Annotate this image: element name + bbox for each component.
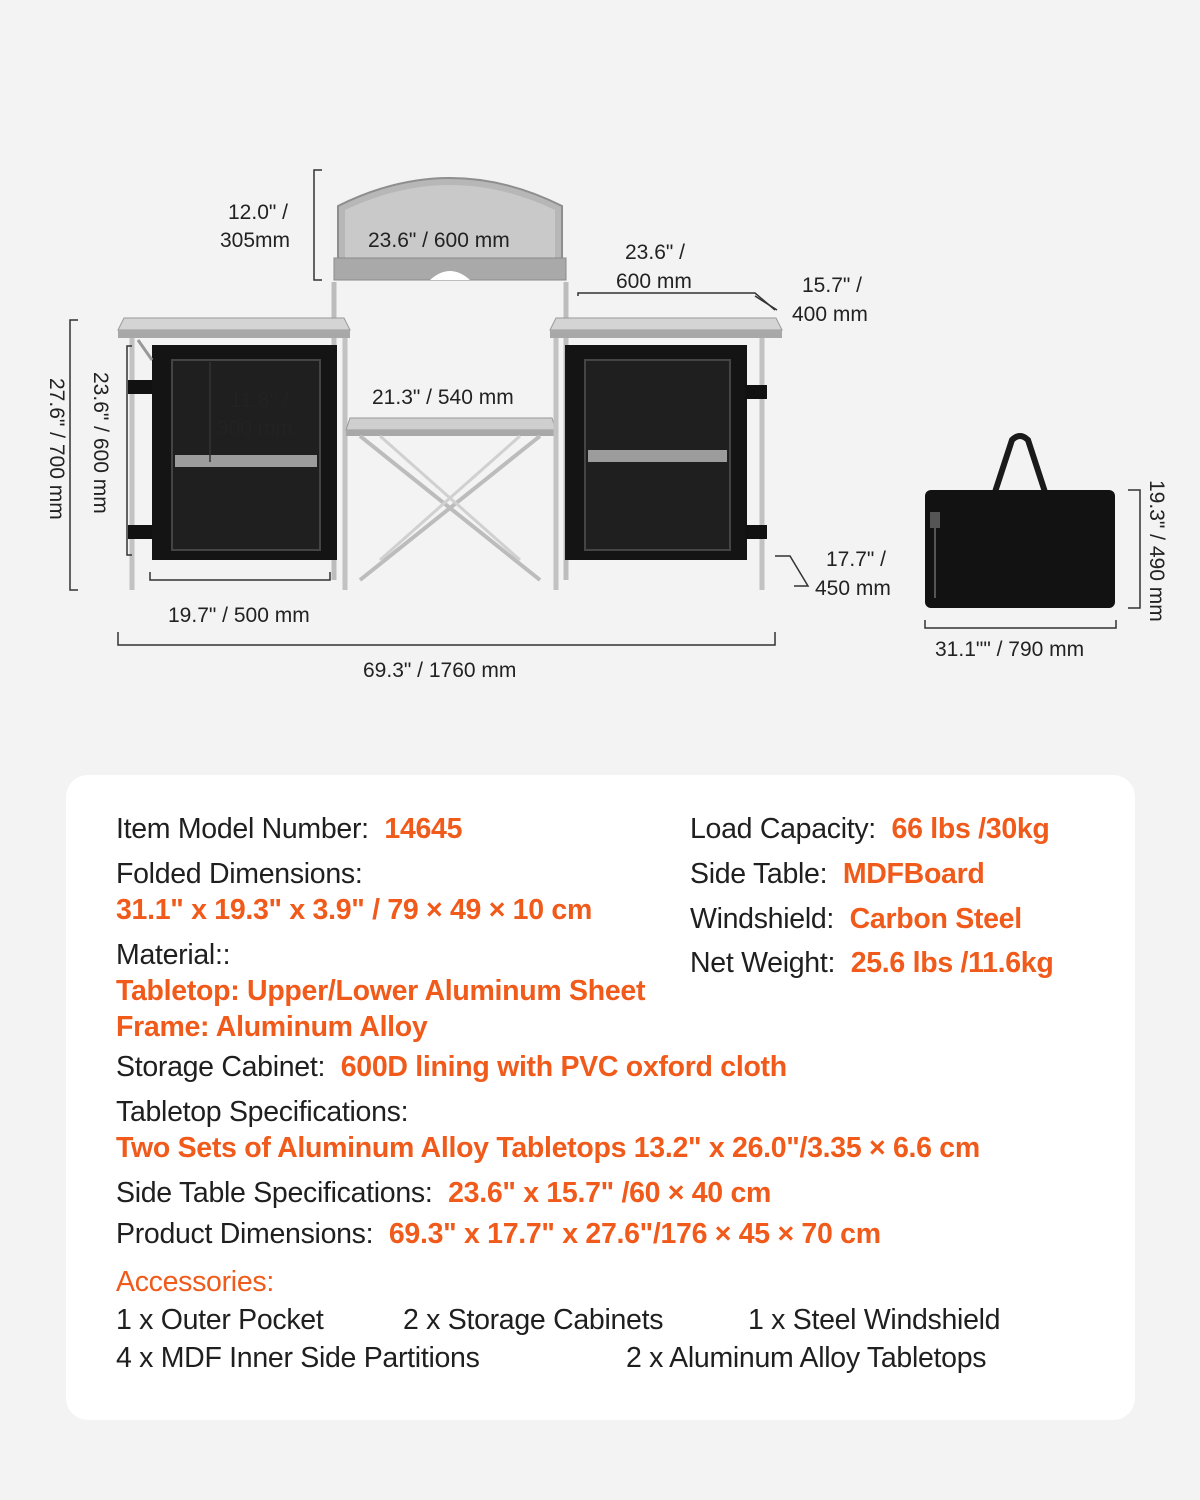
total-width-label: 69.3" / 1760 mm xyxy=(363,659,516,682)
center-table xyxy=(345,417,557,582)
material-value-tabletop: Tabletop: Upper/Lower Aluminum Sheet xyxy=(116,975,646,1007)
cabinet-width-label: 19.7" / 500 mm xyxy=(168,604,310,627)
windshield-value: Carbon Steel xyxy=(849,903,1022,935)
windshield-label: Windshield: xyxy=(690,903,835,935)
total-height-label: 27.6" / 700 mm xyxy=(45,378,68,520)
product-dim-row: Product Dimensions: 69.3" x 17.7" x 27.6… xyxy=(116,1218,881,1251)
product-dim-value: 69.3" x 17.7" x 27.6"/176 × 45 × 70 cm xyxy=(388,1218,881,1250)
shelf-height-label-2: 300 mm xyxy=(217,417,293,440)
load-value: 66 lbs /30kg xyxy=(891,813,1050,845)
accessory-item: 2 x Storage Cabinets xyxy=(403,1304,664,1336)
accessory-item: 1 x Outer Pocket xyxy=(116,1304,324,1336)
side-table-width-label-1: 23.6" / xyxy=(625,241,685,264)
load-row: Load Capacity: 66 lbs /30kg xyxy=(690,813,1050,846)
weight-row: Net Weight: 25.6 lbs /11.6kg xyxy=(690,947,1054,980)
cabinet-label: Storage Cabinet: xyxy=(116,1051,326,1083)
side-table-spec-label: Side Table Specifications: xyxy=(116,1177,433,1209)
tabletop-spec-label: Tabletop Specifications: xyxy=(116,1096,409,1128)
weight-label: Net Weight: xyxy=(690,947,836,979)
windshield-height-label-2: 305mm xyxy=(220,229,290,252)
material-label: Material:: xyxy=(116,939,231,971)
accessories-heading: Accessories: xyxy=(116,1266,274,1298)
windshield-row: Windshield: Carbon Steel xyxy=(690,903,1022,936)
side-table-spec-value: 23.6" x 15.7" /60 × 40 cm xyxy=(448,1177,772,1209)
center-table-width-label: 21.3" / 540 mm xyxy=(372,386,514,409)
material-value-frame: Frame: Aluminum Alloy xyxy=(116,1011,428,1043)
cabinet-row: Storage Cabinet: 600D lining with PVC ox… xyxy=(116,1051,787,1084)
side-table-value: MDFBoard xyxy=(842,858,985,890)
left-cabinet xyxy=(117,317,351,590)
shelf-height-label-1: 11.8" / xyxy=(230,389,289,412)
product-dim-label: Product Dimensions: xyxy=(116,1218,374,1250)
folded-label: Folded Dimensions: xyxy=(116,858,363,890)
accessory-item: 2 x Aluminum Alloy Tabletops xyxy=(626,1342,987,1374)
tabletop-spec-value: Two Sets of Aluminum Alloy Tabletops 13.… xyxy=(116,1132,980,1164)
model-label: Item Model Number: xyxy=(116,813,369,845)
side-table-spec-row: Side Table Specifications: 23.6" x 15.7"… xyxy=(116,1177,771,1210)
weight-value: 25.6 lbs /11.6kg xyxy=(850,947,1054,979)
specifications-card: Item Model Number: 14645 Folded Dimensio… xyxy=(66,775,1135,1420)
product-dimension-diagram: 12.0" / 305mm 23.6" / 600 mm 23.6" / 600… xyxy=(45,169,1168,682)
folded-value: 31.1" x 19.3" x 3.9" / 79 × 49 × 10 cm xyxy=(116,894,592,926)
dimension-lines xyxy=(69,169,1141,646)
depth-label-2: 450 mm xyxy=(815,577,891,600)
cabinet-height-label: 23.6" / 600 mm xyxy=(89,372,112,514)
side-table-label: Side Table: xyxy=(690,858,828,890)
bag-width-label: 31.1"" / 790 mm xyxy=(935,638,1084,661)
cabinet-value: 600D lining with PVC oxford cloth xyxy=(340,1051,787,1083)
windshield-height-label-1: 12.0" / xyxy=(228,201,288,224)
side-table-depth-label-2: 400 mm xyxy=(792,303,868,326)
windshield-width-label: 23.6" / 600 mm xyxy=(368,229,510,252)
side-table-row: Side Table: MDFBoard xyxy=(690,858,985,891)
bag-height-label: 19.3" / 490 mm xyxy=(1145,480,1168,622)
carry-bag xyxy=(925,433,1115,608)
side-table-width-label-2: 600 mm xyxy=(616,270,692,293)
model-row: Item Model Number: 14645 xyxy=(116,813,462,846)
right-cabinet xyxy=(549,317,783,590)
side-table-depth-label-1: 15.7" / xyxy=(802,274,862,297)
accessory-item: 1 x Steel Windshield xyxy=(748,1304,1001,1336)
accessory-item: 4 x MDF Inner Side Partitions xyxy=(116,1342,480,1374)
depth-label-1: 17.7" / xyxy=(826,548,886,571)
load-label: Load Capacity: xyxy=(690,813,876,845)
model-value: 14645 xyxy=(384,813,463,845)
